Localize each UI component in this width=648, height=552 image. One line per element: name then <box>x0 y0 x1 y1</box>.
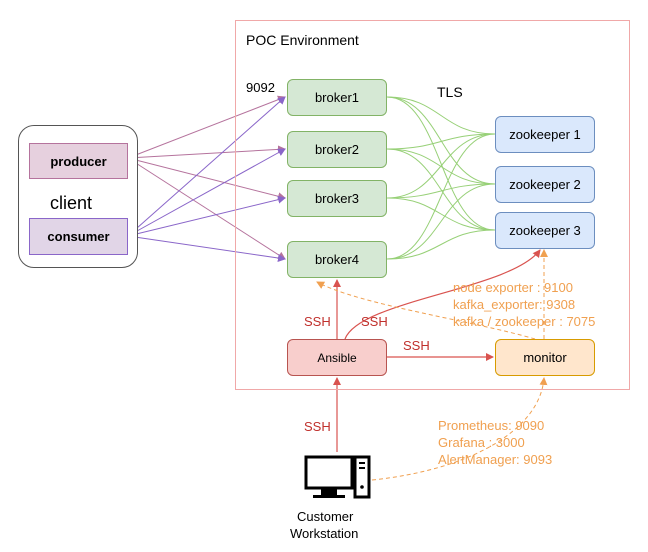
broker-node: broker1 <box>287 79 387 116</box>
producer-to-broker-arrow <box>127 157 286 201</box>
client-label: client <box>50 193 93 213</box>
consumer-to-broker-arrow <box>127 96 286 237</box>
broker-node: broker4 <box>287 241 387 278</box>
consumer-to-broker-arrow <box>127 235 286 262</box>
monitor-port-label: node exporter : 9100 <box>453 280 573 295</box>
tls-connection <box>386 133 496 150</box>
producer-to-broker-arrow <box>127 157 286 260</box>
ssh-ansible-to-zookeeper-arrow <box>344 249 541 340</box>
tls-connection <box>386 133 496 199</box>
monitor-node: monitor <box>495 339 595 376</box>
tls-connection <box>386 183 496 199</box>
workstation-port-label: Prometheus: 9090 <box>438 418 545 433</box>
consumer-to-broker-arrow <box>127 148 286 237</box>
tls-connection <box>386 197 496 231</box>
workstation-port-label: Grafana : 3000 <box>438 435 525 450</box>
ansible-node: Ansible <box>287 339 387 376</box>
ssh-label: SSH <box>361 314 388 329</box>
poc-environment-frame <box>235 20 630 390</box>
workstation-label: Customer <box>297 509 354 524</box>
ssh-label: SSH <box>304 419 331 434</box>
tls-connection <box>386 133 496 260</box>
workstation-label: Workstation <box>290 526 359 541</box>
tls-connection <box>386 183 496 260</box>
zookeeper-node: zookeeper 1 <box>495 116 595 153</box>
consumer-node: consumer <box>29 218 128 255</box>
tls-connection <box>386 229 496 260</box>
broker-port-label: 9092 <box>246 80 275 95</box>
environment-title: POC Environment <box>246 32 359 48</box>
zookeeper-node: zookeeper 2 <box>495 166 595 203</box>
workstation-to-monitor-arrow <box>371 377 548 481</box>
monitor-port-label: kafka / zookeeper : 7075 <box>453 314 596 329</box>
tls-connection <box>386 96 496 135</box>
tls-connection <box>386 96 496 231</box>
broker-node: broker2 <box>287 131 387 168</box>
producer-to-broker-arrow <box>127 95 286 159</box>
consumer-to-broker-arrow <box>127 195 286 237</box>
zookeeper-node: zookeeper 3 <box>495 212 595 249</box>
monitor-port-label: kafka_exporter: 9308 <box>453 297 576 312</box>
monitor-to-broker-arrow <box>316 281 536 340</box>
tls-connection <box>386 96 496 185</box>
ssh-label: SSH <box>304 314 331 329</box>
tls-label: TLS <box>437 84 463 100</box>
workstation-port-label: AlertManager: 9093 <box>438 452 553 467</box>
ssh-label: SSH <box>403 338 430 353</box>
tls-connection <box>386 148 496 231</box>
producer-to-broker-arrow <box>127 145 286 159</box>
producer-node: producer <box>29 143 128 179</box>
broker-node: broker3 <box>287 180 387 217</box>
